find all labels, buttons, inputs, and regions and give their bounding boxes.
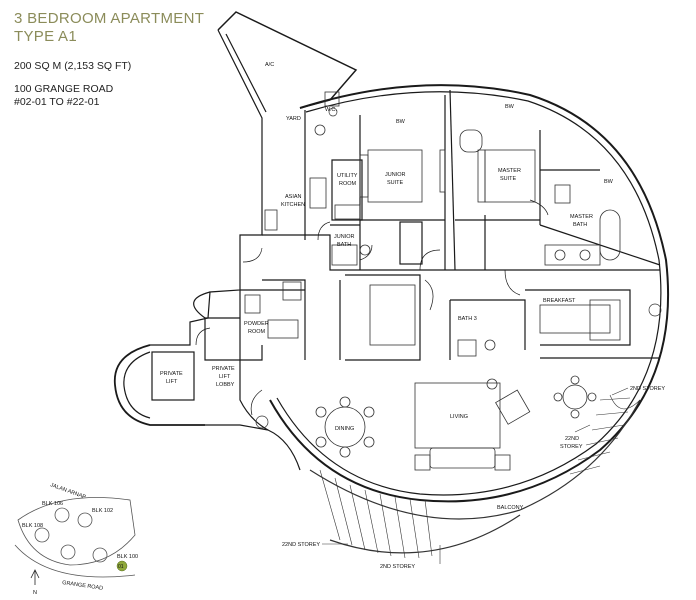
label-lobby-3: LOBBY [216,382,235,388]
label-powder-1: POWDER [244,321,269,327]
room-labels: A/C W.C. YARD UTILITY ROOM ASIAN KITCHEN… [160,62,614,511]
breakfast-table [539,304,611,334]
label-powder-2: ROOM [248,329,266,335]
label-master-suite-1: MASTER [498,168,521,174]
label-bw-3: BW [604,179,614,185]
key-blk-108: BLK 108 [22,523,43,529]
label-lobby-2: LIFT [219,374,231,380]
label-22nd-2: STOREY [560,444,583,450]
label-22nd-storey-bottom: 22ND STOREY [282,542,320,548]
label-private-lift-1: PRIVATE [160,371,183,377]
plan-title: 3 BEDROOM APARTMENT TYPE A1 [14,10,204,46]
label-master-suite-2: SUITE [500,176,517,182]
label-utility-2: ROOM [339,181,357,187]
label-utility-1: UTILITY [337,173,358,179]
title-line-2: TYPE A1 [14,28,77,45]
label-bath-3: BATH 3 [458,316,477,322]
storey-annotations: 2ND STOREY 22ND STOREY 22ND STOREY 2ND S… [282,386,665,570]
label-ac: A/C [265,62,274,68]
label-junior-bath-2: BATH [337,242,351,248]
key-plan: 01 JALAN ARNAP BLK 106 BLK 102 BLK 108 B… [14,482,138,596]
address-text: 100 GRANGE ROAD [14,83,114,95]
label-yard: YARD [286,116,301,122]
furniture [244,91,621,471]
key-blk-106: BLK 106 [42,501,63,507]
island [369,284,416,346]
label-2nd-storey-right: 2ND STOREY [630,386,665,392]
door-swings [195,199,549,416]
label-junior-suite-1: JUNIOR [385,172,406,178]
label-breakfast: BREAKFAST [543,298,576,304]
label-junior-bath-1: JUNIOR [334,234,355,240]
key-blk-100: BLK 100 [117,554,138,560]
label-private-lift-2: LIFT [166,379,178,385]
label-kitchen-2: KITCHEN [281,202,305,208]
key-north: N [33,590,37,596]
label-22nd-1: 22ND [565,436,579,442]
label-master-bath-2: BATH [573,222,587,228]
key-road-top: JALAN ARNAP [49,482,86,501]
key-blk-102: BLK 102 [92,508,113,514]
unit-marker [116,560,128,572]
label-wc: W.C. [325,107,337,113]
label-lobby-1: PRIVATE [212,366,235,372]
title-line-1: 3 BEDROOM APARTMENT [14,10,205,27]
label-junior-suite-2: SUITE [387,180,404,186]
label-kitchen-1: ASIAN [285,194,302,200]
plant-icon [255,107,662,429]
label-bw-1: BW [396,119,406,125]
key-road-bottom: GRANGE ROAD [62,580,104,592]
sofa [429,447,496,469]
units-text: #02-01 TO #22-01 [14,96,100,108]
area-text: 200 SQ M (2,153 SQ FT) [14,60,132,72]
label-master-bath-1: MASTER [570,214,593,220]
label-dining: DINING [335,426,354,432]
label-bw-2: BW [505,104,515,110]
label-2nd-storey-bottom: 2ND STOREY [380,564,415,570]
exterior-walls [113,11,670,503]
balcony-hatch [309,394,641,559]
label-living: LIVING [450,414,468,420]
bathtub [599,209,621,261]
unit-marker-label: 01 [118,564,124,570]
label-balcony: BALCONY [497,505,524,511]
